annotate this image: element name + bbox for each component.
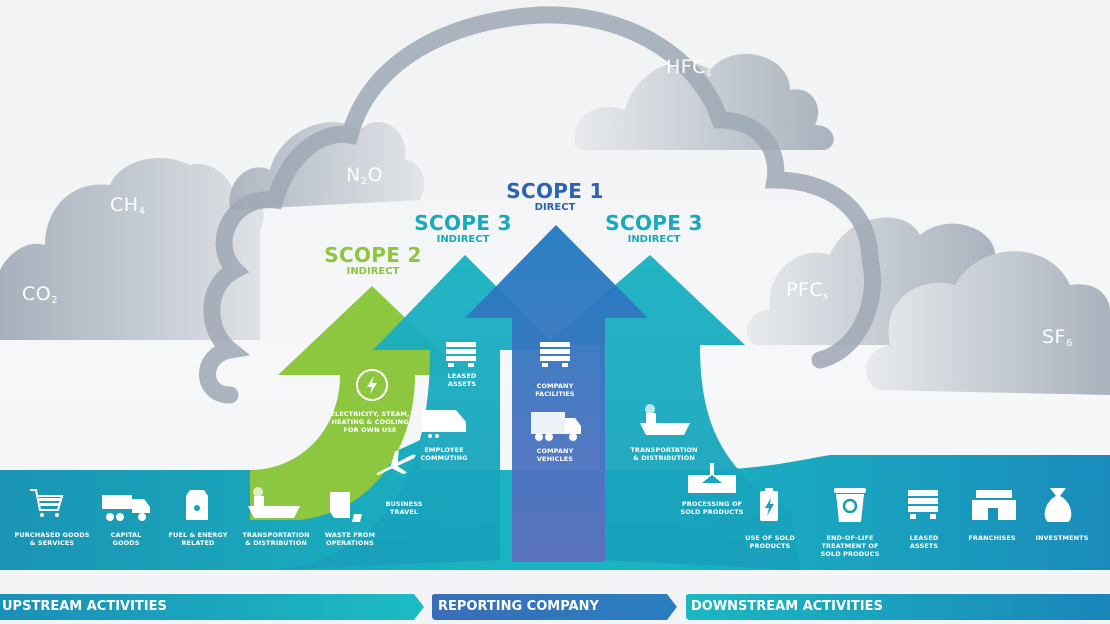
- factory-icon: [688, 463, 736, 493]
- item-label-leased-assets-downstream: LEASED ASSETS: [909, 534, 939, 550]
- dump-truck-icon: [102, 495, 150, 521]
- train-icon: [422, 410, 466, 438]
- airplane-icon: [376, 449, 416, 476]
- gas-label-hfcs: HFCs: [666, 56, 712, 79]
- storefront-icon: [972, 490, 1016, 520]
- fuel-can-icon: [186, 490, 208, 520]
- scope3-upstream-subtitle: INDIRECT: [436, 234, 490, 245]
- item-label-transport-downstream: TRANSPORTATION & DISTRIBUTION: [630, 446, 698, 462]
- ship-icon: [248, 487, 300, 518]
- downstream-banner: [686, 594, 1110, 620]
- building-icon: [540, 342, 570, 367]
- lightning-icon: [356, 369, 388, 401]
- scope3-downstream-subtitle: INDIRECT: [627, 234, 681, 245]
- upstream-banner-label: UPSTREAM ACTIVITIES: [2, 599, 167, 614]
- battery-icon: [760, 488, 778, 521]
- scope2-title: SCOPE 2: [324, 243, 422, 267]
- scope3-upstream-heading: SCOPE 3 INDIRECT: [408, 212, 518, 246]
- item-label-end-of-life: END-OF-LIFE TREATMENT OF SOLD PRODUCS: [820, 534, 880, 558]
- building-icon: [908, 490, 938, 519]
- scope3-downstream-heading: SCOPE 3 INDIRECT: [599, 212, 709, 246]
- recycle-bin-icon: [834, 488, 866, 522]
- item-label-franchises: FRANCHISES: [968, 534, 1016, 542]
- cart-icon: [30, 489, 64, 517]
- cloud-outline: [199, 6, 882, 404]
- item-label-business-travel: BUSINESS TRAVEL: [385, 500, 423, 516]
- waste-bin-icon: [330, 492, 362, 522]
- item-label-transport-upstream: TRANSPORTATION & DISTRIBUTION: [242, 531, 310, 547]
- item-label-company-facilities: COMPANY FACILITIES: [535, 382, 575, 398]
- item-label-processing-sold: PROCESSING OF SOLD PRODUCTS: [680, 500, 744, 516]
- gas-label-n2o: N2O: [346, 164, 384, 187]
- upstream-banner: [0, 594, 424, 620]
- item-label-investments: INVESTMENTS: [1035, 534, 1089, 542]
- item-label-fuel-energy: FUEL & ENERGY RELATED: [168, 531, 228, 547]
- scope1-arrow: [465, 225, 648, 562]
- item-label-purchased-goods: PURCHASED GOODS & SERVICES: [14, 531, 90, 547]
- scope1-subtitle: DIRECT: [534, 202, 576, 213]
- reporting-banner: [432, 594, 677, 620]
- ship-icon: [640, 404, 690, 435]
- building-icon: [446, 342, 476, 367]
- item-label-electricity: ELECTRICITY, STEAM, HEATING & COOLING FO…: [330, 410, 410, 434]
- gas-label-sf6: SF6: [1042, 326, 1073, 349]
- cloud-left: [0, 157, 264, 340]
- scope3-upstream-arrow: [270, 255, 560, 570]
- truck-icon: [531, 412, 581, 441]
- item-label-waste: WASTE FROM OPERATIONS: [324, 531, 376, 547]
- item-label-leased-assets-upstream: LEASED ASSETS: [447, 372, 477, 388]
- gas-label-co2: CO2: [22, 283, 59, 306]
- scope3-downstream-title: SCOPE 3: [605, 211, 703, 235]
- scope2-heading: SCOPE 2 INDIRECT: [318, 244, 428, 278]
- scope3-downstream-arrow: [545, 255, 800, 570]
- gas-label-ch4: CH4: [110, 194, 146, 217]
- reporting-banner-label: REPORTING COMPANY: [438, 599, 599, 614]
- scope1-heading: SCOPE 1 DIRECT: [500, 180, 610, 214]
- item-label-use-of-sold: USE OF SOLD PRODUCTS: [745, 534, 795, 550]
- item-label-company-vehicles: COMPANY VEHICLES: [536, 447, 574, 463]
- item-label-employee-commuting: EMPLOYEE COMMUTING: [420, 446, 468, 462]
- item-label-capital-goods: CAPITAL GOODS: [110, 531, 142, 547]
- scope3-upstream-title: SCOPE 3: [414, 211, 512, 235]
- cloud-sf6: [866, 251, 1110, 395]
- downstream-banner-label: DOWNSTREAM ACTIVITIES: [691, 599, 883, 614]
- scope1-title: SCOPE 1: [506, 179, 604, 203]
- money-bag-icon: [1044, 488, 1072, 522]
- scope2-subtitle: INDIRECT: [346, 266, 400, 277]
- gas-label-pfcs: PFCs: [786, 279, 829, 302]
